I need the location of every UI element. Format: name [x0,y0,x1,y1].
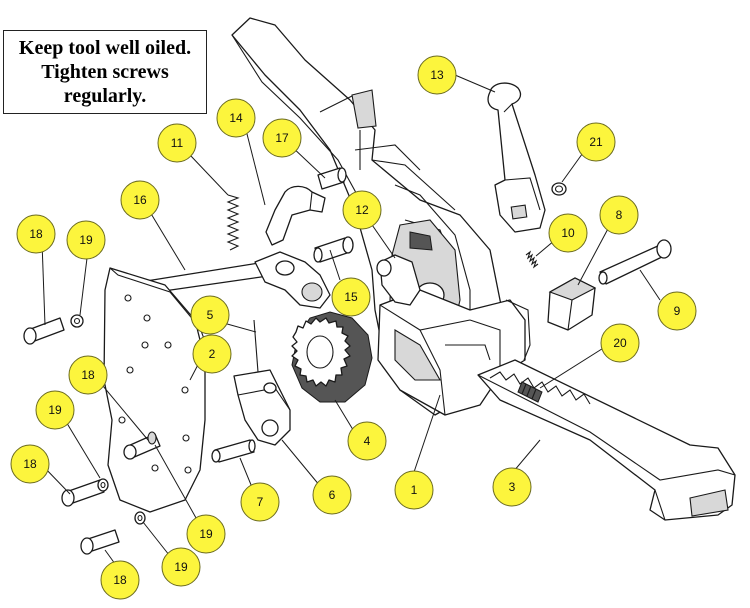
callout-19-upper: 19 [66,220,106,260]
callout-label: 9 [674,304,681,318]
callout-14: 14 [216,98,256,138]
callout-label: 3 [509,480,516,494]
callout-15: 15 [331,277,371,317]
part-12-pawl [376,254,421,306]
part-4-gear [291,311,373,403]
part-16-shaft-linkage [136,251,331,309]
note-line-3: regularly. [63,85,147,107]
part-7-pin [211,439,256,463]
callout-label: 14 [229,111,243,125]
callout-6: 6 [312,475,352,515]
callout-4: 4 [347,421,387,461]
part-11-spring [226,194,240,251]
callout-16: 16 [120,180,160,220]
callout-18-bottom: 18 [100,560,140,600]
callout-8: 8 [599,195,639,235]
part-19-washer-lower-left [97,478,109,492]
callout-18-middle: 18 [68,355,108,395]
callout-label: 16 [133,193,147,207]
part-19-washer-upper [70,314,84,328]
callout-label: 19 [199,527,213,541]
part-14-pawl-arm [265,185,326,246]
maintenance-note: Keep tool well oiled. Tighten screws reg… [3,30,207,114]
part-9-pin [598,239,672,285]
part-19-washer-bottom [134,511,146,525]
part-8-block [547,277,597,331]
callout-17: 17 [262,118,302,158]
callout-label: 15 [344,290,358,304]
callout-label: 20 [613,336,627,350]
part-18-screw-lower-left [61,479,105,507]
callout-label: 19 [79,233,93,247]
callout-label: 6 [329,488,336,502]
callout-19-lower: 19 [186,514,226,554]
callout-label: 18 [113,573,127,587]
callout-label: 17 [275,131,289,145]
callout-label: 1 [411,483,418,497]
part-15-pin [313,236,354,263]
part-13-lever [487,82,546,233]
callout-20: 20 [600,323,640,363]
callout-label: 13 [430,68,444,82]
part-21-retaining-ring [551,182,567,196]
part-17-pin [317,167,347,190]
callout-label: 4 [364,434,371,448]
note-line-2: Tighten screws [41,61,169,83]
callout-label: 19 [48,403,62,417]
callout-label: 19 [174,560,188,574]
callout-label: 18 [29,227,43,241]
callout-label: 12 [355,203,369,217]
callout-18-upper: 18 [16,214,56,254]
callout-label: 18 [23,457,37,471]
callout-label: 7 [257,495,264,509]
part-10-spring [525,250,539,269]
part-18-screw-upper [23,317,65,345]
part-18-screw-bottom [80,529,120,555]
callout-2: 2 [192,334,232,374]
callout-13: 13 [417,55,457,95]
callout-21: 21 [576,122,616,162]
part-3-rack-bar [477,359,736,521]
callout-label: 5 [207,308,214,322]
part-6-bracket [233,369,291,446]
callout-19-middle: 19 [35,390,75,430]
note-line-1: Keep tool well oiled. [18,37,192,59]
callout-label: 11 [171,136,184,150]
callout-3: 3 [492,467,532,507]
callout-label: 18 [81,368,95,382]
callout-5: 5 [190,295,230,335]
callout-9: 9 [657,291,697,331]
callout-label: 21 [589,135,603,149]
part-20-set-screw [517,381,543,403]
callout-1: 1 [394,470,434,510]
callout-label: 2 [209,347,216,361]
callout-label: 10 [561,226,575,240]
callout-10: 10 [548,213,588,253]
callout-11: 11 [157,123,197,163]
callout-18-lower-left: 18 [10,444,50,484]
callout-7: 7 [240,482,280,522]
callout-19-bottom: 19 [161,547,201,587]
callout-12: 12 [342,190,382,230]
callout-label: 8 [616,208,623,222]
